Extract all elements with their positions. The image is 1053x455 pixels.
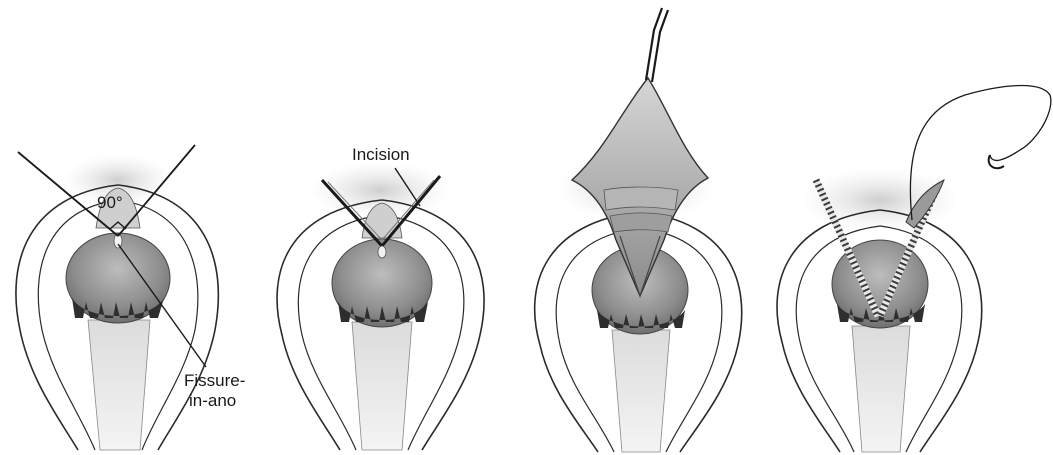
panel-2-anal-canal: [352, 322, 412, 450]
panel-4-flap-sutured: [777, 86, 1051, 452]
fissure-label-line1: Fissure-: [184, 371, 245, 390]
panel-3-flap-band-lower: [610, 213, 672, 232]
incision-label: Incision: [352, 145, 410, 164]
panel-1-fissure-marking: 90° Fissure- in-ano: [16, 145, 245, 450]
panel-2-incision: Incision: [277, 145, 484, 450]
fissure-label-line2: in-ano: [189, 391, 236, 410]
panel-3-forceps-right: [652, 10, 668, 82]
panel-3-flap-band: [604, 187, 678, 210]
panel-3-flap-raised: [535, 8, 742, 452]
panel-3-anal-canal: [612, 330, 670, 452]
panel-2-fissure: [378, 246, 386, 258]
angle-label: 90°: [97, 193, 123, 212]
panel-1-fissure: [114, 234, 122, 248]
panel-4-anal-canal: [852, 326, 910, 452]
panel-1-anal-canal: [88, 320, 150, 450]
